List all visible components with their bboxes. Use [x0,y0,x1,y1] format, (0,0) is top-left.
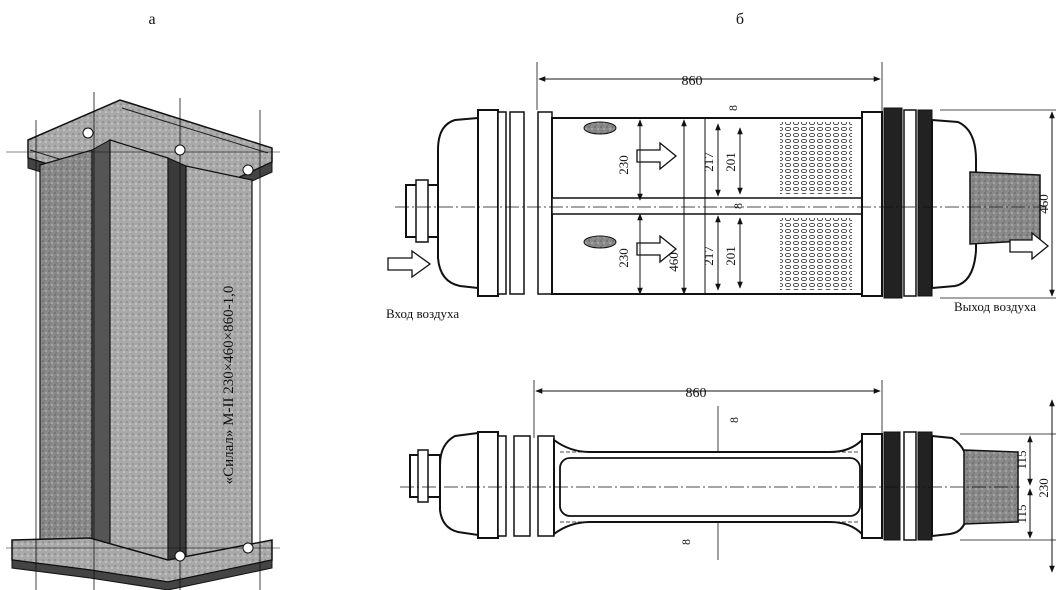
bottom-view [400,380,1056,573]
top-wall-8-2: 8 [731,203,745,209]
module-photo [6,92,280,590]
bottom-total-230: 230 [1036,478,1051,498]
bottom-wall-8-bottom: 8 [679,539,693,545]
top-view [387,62,1056,299]
top-wall-8-1: 8 [726,105,740,111]
bottom-half-115-bottom: 115 [1014,504,1029,523]
bottom-length-dim: 860 [686,386,707,401]
panel-a-label: а [148,11,155,28]
air-inlet-label: Вход воздуха [386,306,459,321]
bottom-wall-8-top: 8 [727,417,741,423]
bottom-half-115-top: 115 [1014,450,1029,469]
panel-b-label: б [736,11,744,28]
top-channel-230-1: 230 [616,155,631,175]
top-channel-230-2: 230 [616,248,631,268]
top-inner-217-2: 217 [701,246,716,266]
top-inner-201-2: 201 [723,246,738,266]
module-vertical-label: «Силал» М-II 230×460×860-1,0 [221,286,237,485]
air-outlet-label: Выход воздуха [954,299,1036,314]
top-inner-217-1: 217 [701,152,716,172]
top-inner-201-1: 201 [723,152,738,172]
top-center-460: 460 [666,252,681,272]
top-length-dim: 860 [682,74,703,89]
top-height-460: 460 [1036,194,1051,214]
